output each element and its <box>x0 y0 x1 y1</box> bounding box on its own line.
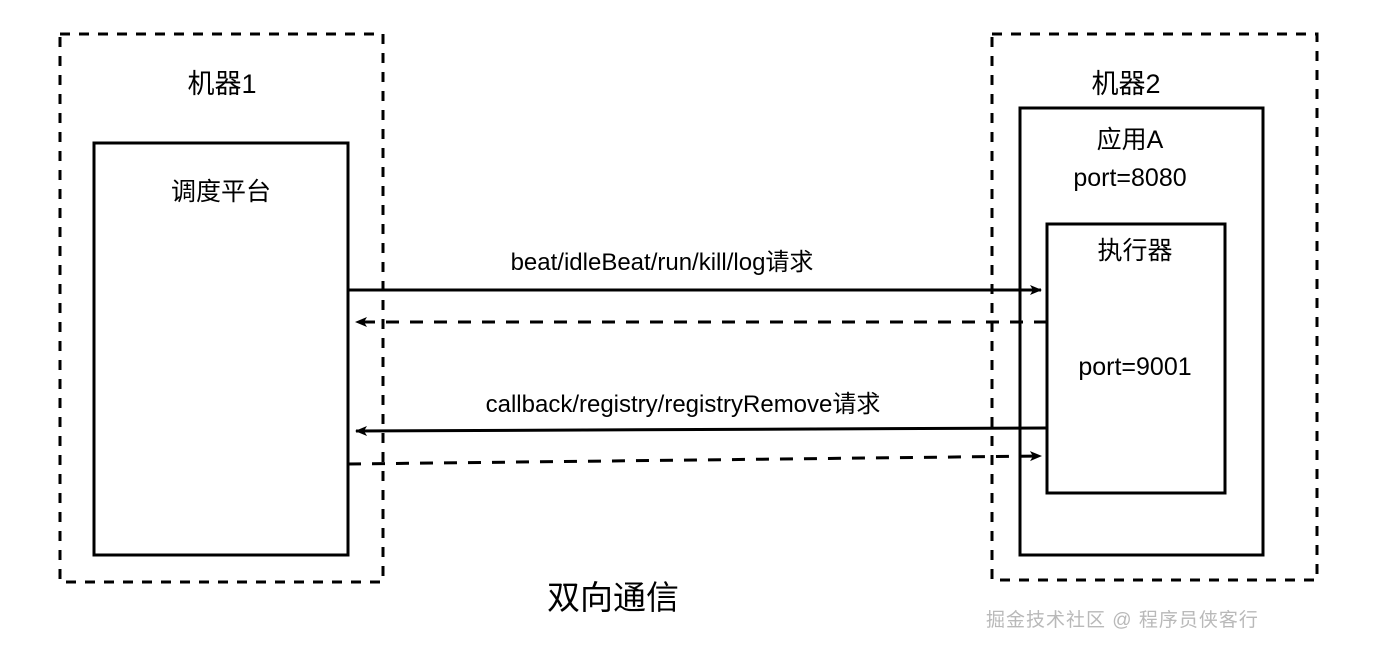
scheduler-box <box>92 141 350 557</box>
connector-response-from-scheduler <box>347 451 1042 466</box>
application-a-port: port=8080 <box>1073 164 1187 192</box>
connector-callback-to-scheduler <box>355 425 1048 436</box>
application-a-title: 应用A <box>1096 126 1164 154</box>
scheduler-title: 调度平台 <box>170 178 272 206</box>
watermark-text: 掘金技术社区 @ 程序员侠客行 <box>986 610 1259 631</box>
machine-2-container <box>990 32 1319 582</box>
executor-title: 执行器 <box>1097 237 1173 265</box>
connector-request-label: beat/idleBeat/run/kill/log请求 <box>510 249 814 276</box>
machine-1-container <box>58 32 385 584</box>
machine-2-title: 机器2 <box>1091 69 1161 99</box>
executor-port: port=9001 <box>1078 353 1192 381</box>
executor-box <box>1045 222 1227 495</box>
connector-callback-label: callback/registry/registryRemove请求 <box>485 391 881 418</box>
diagram-caption: 双向通信 <box>547 579 679 616</box>
machine-1-title: 机器1 <box>187 69 257 99</box>
